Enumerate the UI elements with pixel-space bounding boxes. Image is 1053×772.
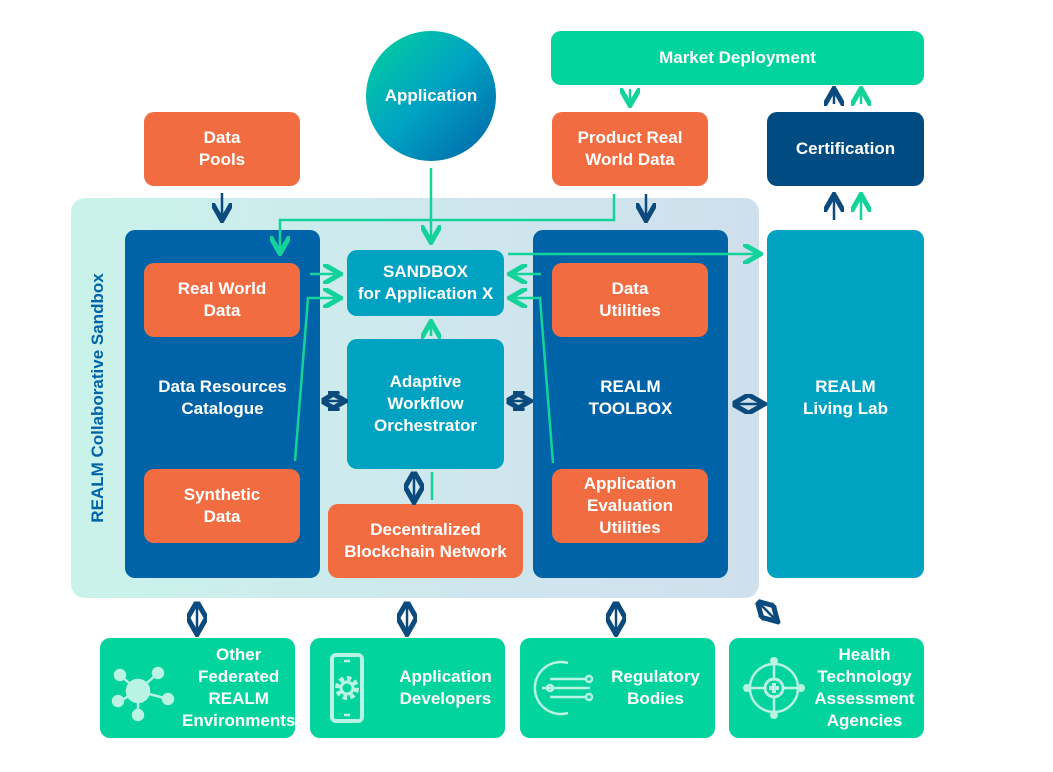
product-real-world-data-node[interactable]: Product Real World Data bbox=[552, 112, 708, 186]
stakeholder-label: Other Federated REALM Environments bbox=[182, 645, 296, 730]
data-utilities-node[interactable]: Data Utilities bbox=[552, 263, 708, 337]
workflow-orchestrator-node[interactable]: Adaptive Workflow Orchestrator bbox=[347, 339, 504, 469]
stakeholder-application-developers[interactable]: Application Developers bbox=[310, 638, 505, 738]
smartphone-gear-icon bbox=[330, 653, 364, 723]
application-node[interactable]: Application bbox=[366, 31, 496, 161]
sandbox-hta-bidirectional bbox=[759, 603, 776, 620]
stakeholder-federated-environments[interactable]: Other Federated REALM Environments bbox=[100, 638, 295, 738]
data-pools-node[interactable]: Data Pools bbox=[144, 112, 300, 186]
evaluation-utilities-node[interactable]: Application Evaluation Utilities bbox=[552, 469, 708, 543]
living-lab-title: REALM Living Lab bbox=[803, 377, 888, 418]
realm-living-lab[interactable]: REALM Living Lab bbox=[767, 230, 924, 578]
stakeholder-hta-agencies[interactable]: Health Technology Assessment Agencies bbox=[729, 638, 924, 738]
medical-target-icon bbox=[743, 657, 805, 719]
blockchain-network-node[interactable]: Decentralized Blockchain Network bbox=[328, 504, 523, 578]
data-resources-catalogue-title: Data Resources Catalogue bbox=[158, 377, 287, 418]
gear-circuit-icon bbox=[533, 660, 594, 716]
network-hub-icon bbox=[111, 666, 175, 722]
stakeholder-regulatory-bodies[interactable]: Regulatory Bodies bbox=[520, 638, 715, 738]
stakeholder-label: Health Technology Assessment Agencies bbox=[814, 645, 915, 730]
realm-toolbox-title: REALM TOOLBOX bbox=[588, 377, 673, 418]
sandbox-application-node[interactable]: SANDBOX for Application X bbox=[347, 250, 504, 316]
synthetic-data-node[interactable]: Synthetic Data bbox=[144, 469, 300, 543]
stakeholder-label: Application Developers bbox=[399, 667, 492, 708]
stakeholder-label: Regulatory Bodies bbox=[611, 667, 700, 708]
market-deployment-node[interactable]: Market Deployment bbox=[551, 31, 924, 85]
certification-node[interactable]: Certification bbox=[767, 112, 924, 186]
sandbox-label: REALM Collaborative Sandbox bbox=[88, 273, 107, 523]
real-world-data-node[interactable]: Real World Data bbox=[144, 263, 300, 337]
